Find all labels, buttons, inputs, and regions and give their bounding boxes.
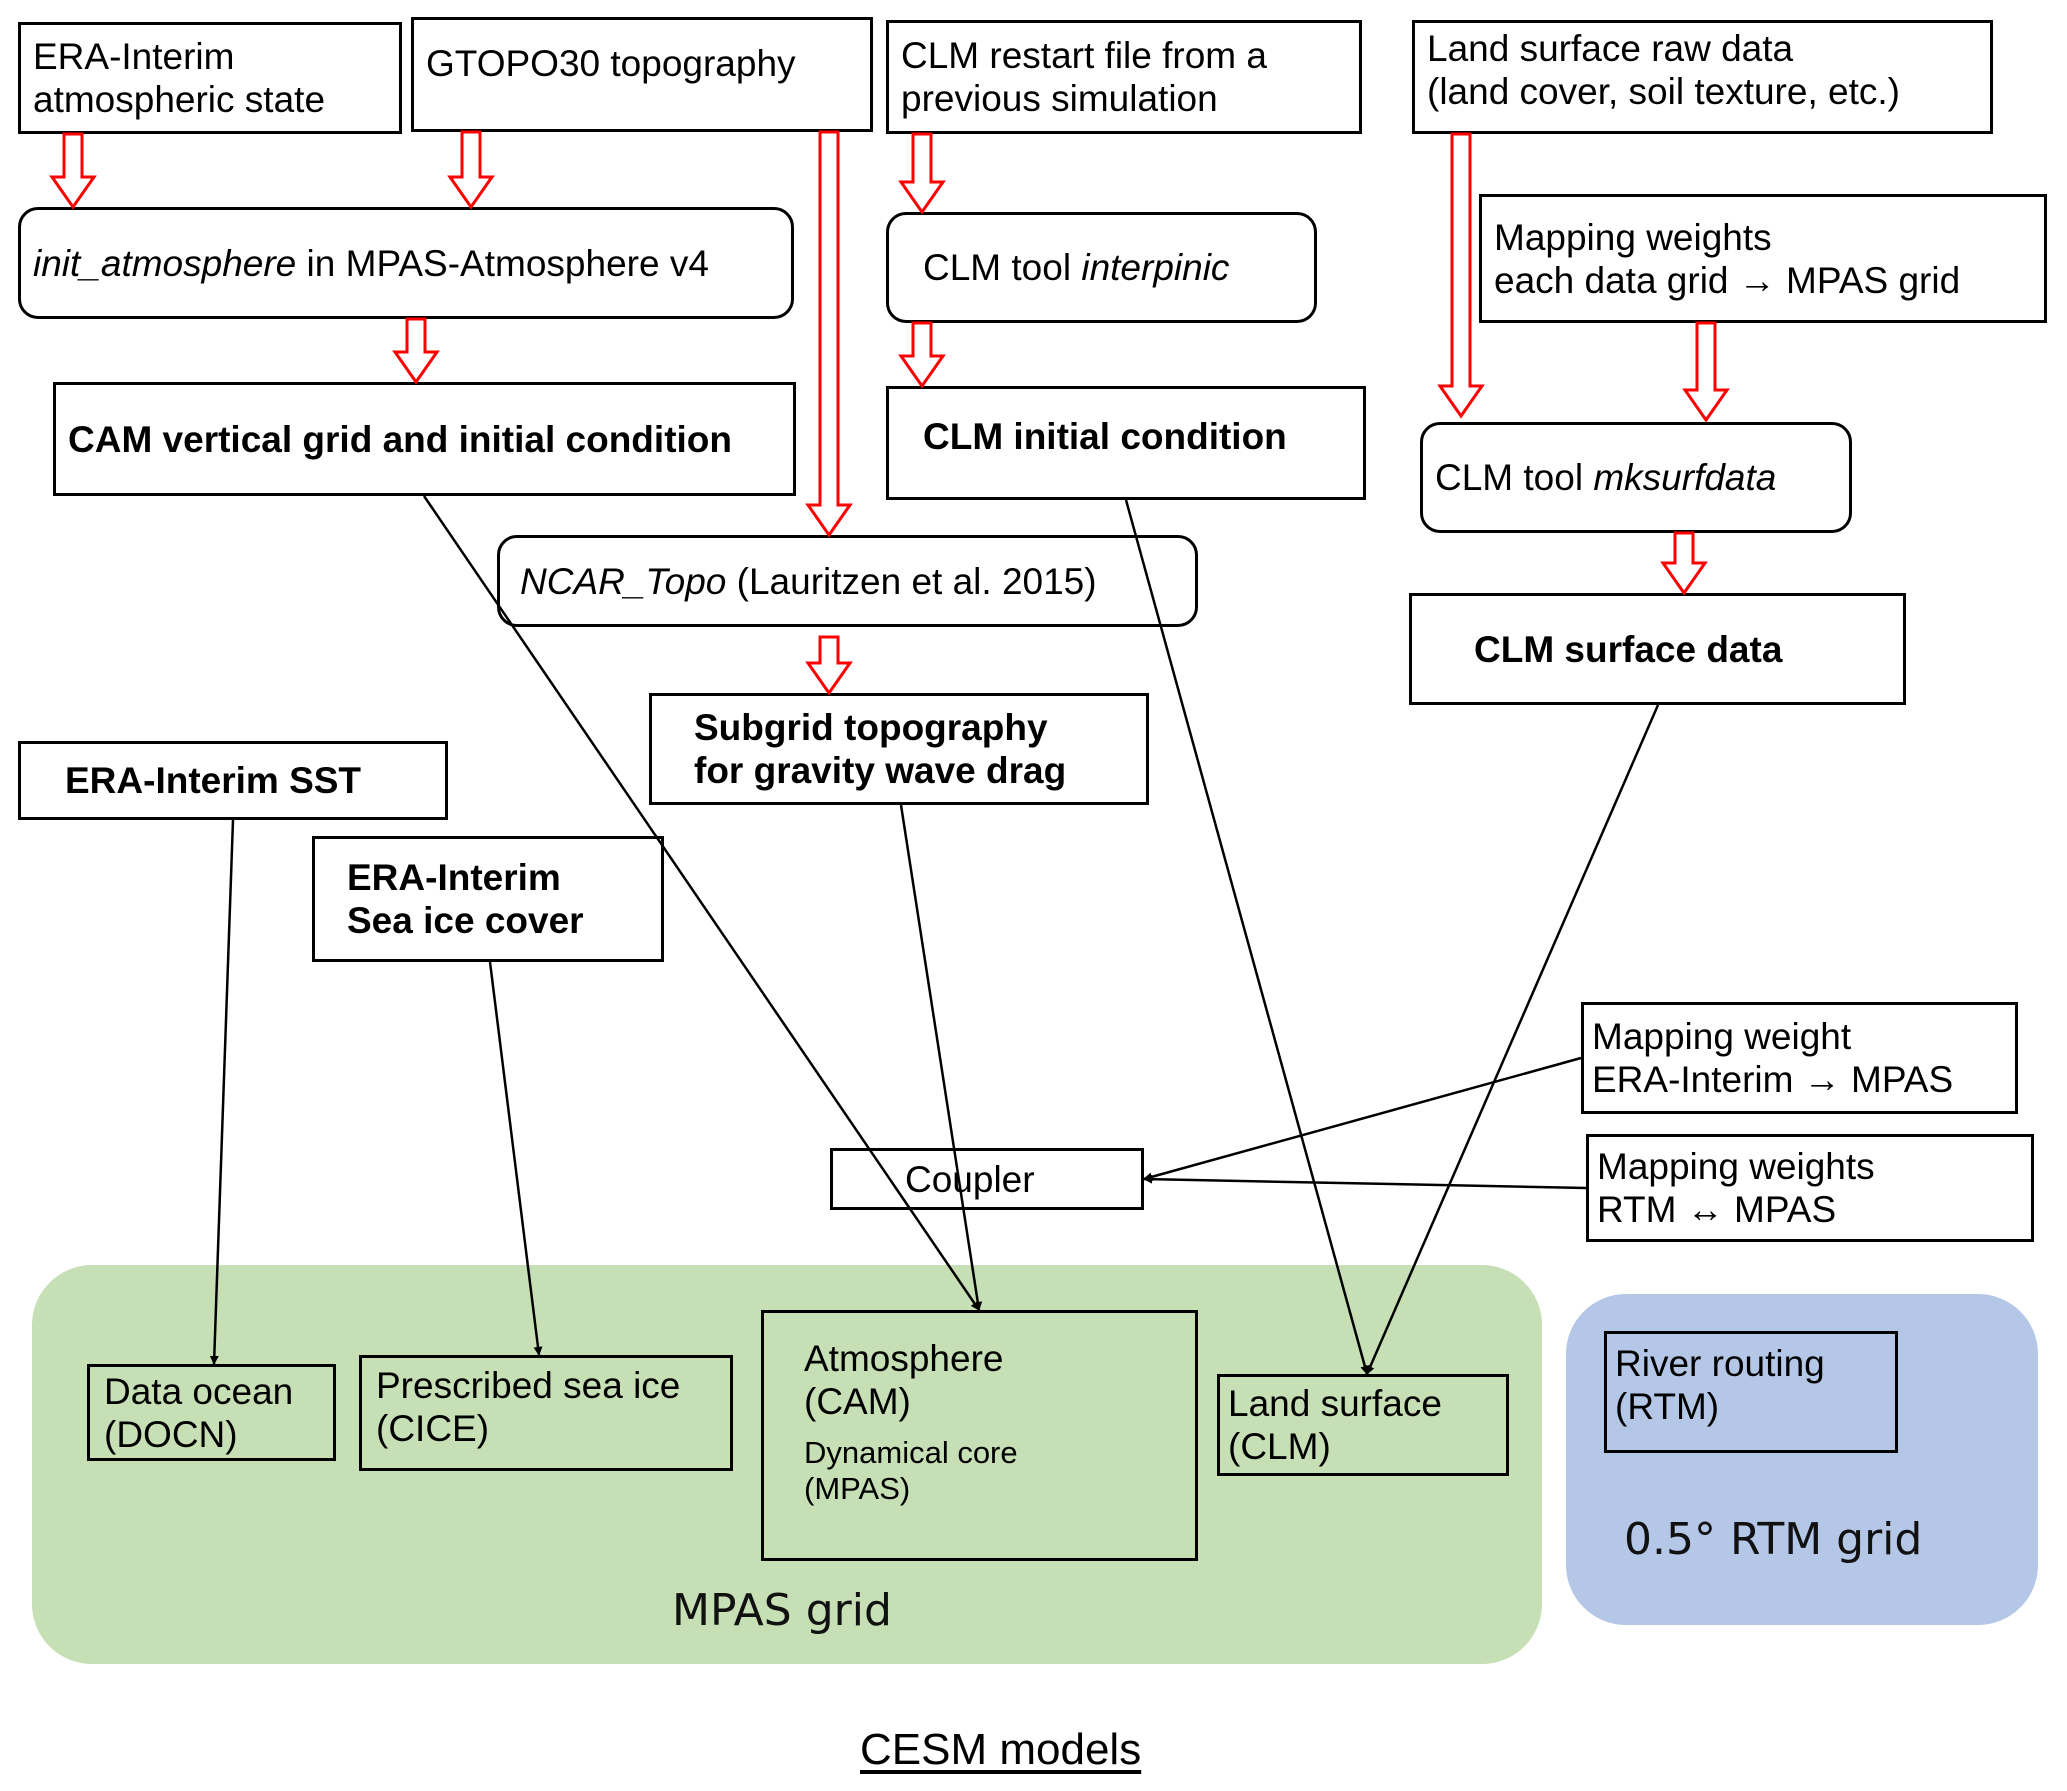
line-subgrid-to-atmosphere — [899, 804, 983, 1311]
atmosphere-component: Atmosphere (CAM) Dynamical core (MPAS) — [761, 1310, 1198, 1561]
data-ocean-component: Data ocean (DOCN) — [87, 1364, 336, 1461]
box-text: ERA-Interim → MPAS — [1592, 1059, 1954, 1100]
box-text: init_atmosphere in MPAS-Atmosphere v4 — [33, 242, 779, 285]
box-text: (CICE) — [376, 1408, 490, 1449]
box-text: Mapping weights — [1494, 216, 1772, 258]
box-text: for gravity wave drag — [694, 750, 1067, 791]
coupler-box: Coupler — [830, 1148, 1144, 1210]
ncar-topo-tool-box: NCAR_Topo (Lauritzen et al. 2015) — [497, 535, 1198, 627]
dynamical-core-label: Dynamical core (MPAS) — [804, 1435, 1183, 1507]
sea-ice-component: Prescribed sea ice (CICE) — [359, 1355, 733, 1471]
box-text: RTM ↔ MPAS — [1597, 1189, 1837, 1230]
box-text: Land surface raw data — [1427, 28, 1794, 69]
box-text: Mapping weights — [1597, 1146, 1875, 1187]
red-arrow-ncar-topo-to-subgrid — [805, 635, 853, 696]
box-text: NCAR_Topo (Lauritzen et al. 2015) — [520, 560, 1183, 603]
box-text: (CAM) — [804, 1381, 911, 1422]
box-text: Mapping weight — [1592, 1016, 1852, 1057]
tool-name: interpinic — [1081, 247, 1230, 288]
mapping-weight-era-box: Mapping weight ERA-Interim → MPAS — [1581, 1002, 2018, 1114]
mpas-grid-label: MPAS grid — [672, 1585, 892, 1636]
era-interim-atmospheric-state-box: ERA-Interim atmospheric state — [18, 22, 402, 134]
box-text: Dynamical core — [804, 1435, 1018, 1470]
init-atmosphere-tool-box: init_atmosphere in MPAS-Atmosphere v4 — [18, 207, 794, 319]
box-text: ERA-Interim SST — [65, 760, 362, 801]
box-text: Land surface — [1228, 1383, 1442, 1424]
tool-name: NCAR_Topo — [520, 560, 727, 602]
tool-prefix: CLM tool — [923, 247, 1082, 288]
box-text: CLM tool mksurfdata — [1435, 456, 1837, 499]
red-arrow-gtopo-to-ncar-topo — [805, 130, 853, 538]
gtopo30-topography-box: GTOPO30 topography — [411, 17, 873, 132]
box-text: Coupler — [905, 1158, 1035, 1200]
box-text: (CLM) — [1228, 1426, 1331, 1467]
tool-desc: (Lauritzen et al. 2015) — [726, 560, 1097, 602]
box-text: Prescribed sea ice — [376, 1365, 681, 1406]
red-arrow-gtopo-to-init — [447, 130, 495, 210]
cesm-models-caption: CESM models — [860, 1725, 1142, 1774]
clm-initial-condition-box: CLM initial condition — [886, 386, 1366, 500]
mapping-weights-rtm-box: Mapping weights RTM ↔ MPAS — [1586, 1134, 2034, 1242]
box-text: ERA-Interim — [33, 36, 235, 77]
box-text: CLM restart file from a — [901, 35, 1267, 76]
land-surface-component: Land surface (CLM) — [1217, 1374, 1509, 1476]
river-routing-component: River routing (RTM) — [1604, 1331, 1898, 1453]
box-text: (RTM) — [1615, 1386, 1720, 1427]
red-arrow-mksurfdata-to-surface — [1660, 531, 1708, 596]
box-text: Sea ice cover — [347, 900, 584, 941]
box-text: (DOCN) — [104, 1413, 238, 1455]
clm-mksurfdata-tool-box: CLM tool mksurfdata — [1420, 422, 1852, 533]
box-text: each data grid → MPAS grid — [1494, 259, 1961, 301]
box-text: CAM vertical grid and initial condition — [68, 418, 732, 460]
tool-desc: in MPAS-Atmosphere v4 — [296, 242, 709, 284]
tool-prefix: CLM tool — [1435, 457, 1594, 498]
box-text: Subgrid topography — [694, 707, 1048, 748]
line-mapping-era-to-coupler — [1143, 1056, 1582, 1182]
mapping-weights-data-grid-box: Mapping weights each data grid → MPAS gr… — [1479, 194, 2047, 323]
box-text: (MPAS) — [804, 1471, 911, 1506]
cam-initial-condition-box: CAM vertical grid and initial condition — [53, 382, 796, 496]
box-text: CLM initial condition — [923, 415, 1287, 457]
box-text: ERA-Interim — [347, 857, 561, 898]
era-interim-sst-box: ERA-Interim SST — [18, 741, 448, 820]
red-arrow-weights-to-mksurfdata — [1682, 321, 1730, 423]
clm-interpinic-tool-box: CLM tool interpinic — [886, 212, 1317, 323]
land-surface-raw-data-box: Land surface raw data (land cover, soil … — [1412, 20, 1993, 134]
box-text: CLM surface data — [1474, 628, 1783, 670]
red-arrow-raw-to-mksurfdata — [1437, 132, 1485, 419]
subgrid-topography-box: Subgrid topography for gravity wave drag — [649, 693, 1149, 805]
box-text: Data ocean — [104, 1370, 294, 1412]
clm-surface-data-box: CLM surface data — [1409, 593, 1906, 705]
line-clm-ic-to-land — [1124, 499, 1370, 1375]
red-arrow-init-to-cam-ic — [392, 317, 440, 385]
red-arrow-interpinic-to-clm-ic — [898, 321, 946, 389]
era-interim-sea-ice-box: ERA-Interim Sea ice cover — [312, 836, 664, 962]
box-text: CLM tool interpinic — [923, 246, 1302, 289]
box-text: previous simulation — [901, 78, 1218, 119]
red-arrow-restart-to-interpinic — [898, 132, 946, 215]
tool-name: init_atmosphere — [33, 242, 297, 284]
clm-restart-file-box: CLM restart file from a previous simulat… — [886, 20, 1362, 134]
rtm-grid-label: 0.5° RTM grid — [1624, 1514, 1923, 1565]
box-text: River routing — [1615, 1343, 1825, 1384]
box-text: (land cover, soil texture, etc.) — [1427, 71, 1900, 112]
line-mapping-rtm-to-coupler — [1143, 1174, 1587, 1190]
box-text: Atmosphere — [804, 1338, 1004, 1379]
tool-name: mksurfdata — [1593, 457, 1777, 498]
red-arrow-era-to-init — [49, 132, 97, 210]
box-text: atmospheric state — [33, 79, 326, 120]
box-text: GTOPO30 topography — [426, 43, 796, 84]
